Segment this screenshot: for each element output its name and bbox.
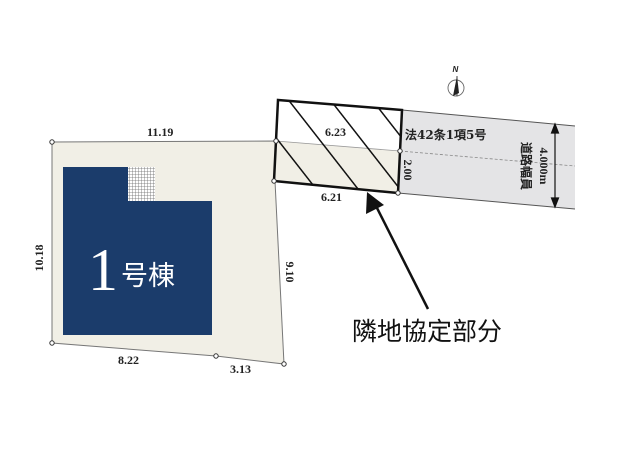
building-suffix: 号棟 — [121, 261, 175, 292]
dim-agreement-bottom: 6.21 — [321, 190, 342, 204]
road-legal-basis: 法42条1項5号 — [405, 127, 486, 142]
building-number: 1 — [88, 237, 118, 303]
building-1: 1 号棟 — [63, 167, 212, 335]
neighbor-agreement-area — [272, 98, 404, 195]
agreement-area-label: 隣地協定部分 — [352, 317, 503, 346]
road-width-arrow — [550, 122, 560, 209]
road-centerline — [399, 150, 576, 167]
dim-agreement-top: 6.23 — [325, 125, 346, 139]
dim-bottom-right: 3.13 — [230, 362, 251, 376]
road-width-label: 道路幅員 — [519, 142, 534, 190]
corner-markers — [49, 138, 403, 367]
balcony-grid — [128, 167, 155, 201]
road — [397, 109, 576, 210]
callout-arrow — [366, 192, 430, 310]
dim-bottom-left: 8.22 — [118, 353, 139, 367]
dim-left: 10.18 — [32, 245, 46, 272]
dim-right: 9.10 — [283, 262, 297, 283]
road-width-value: 4.000m — [537, 148, 551, 185]
compass-label: N — [453, 65, 459, 74]
north-compass-icon: N — [447, 65, 465, 97]
dim-setback: 2.00 — [401, 160, 415, 181]
dim-top: 11.19 — [147, 125, 173, 139]
